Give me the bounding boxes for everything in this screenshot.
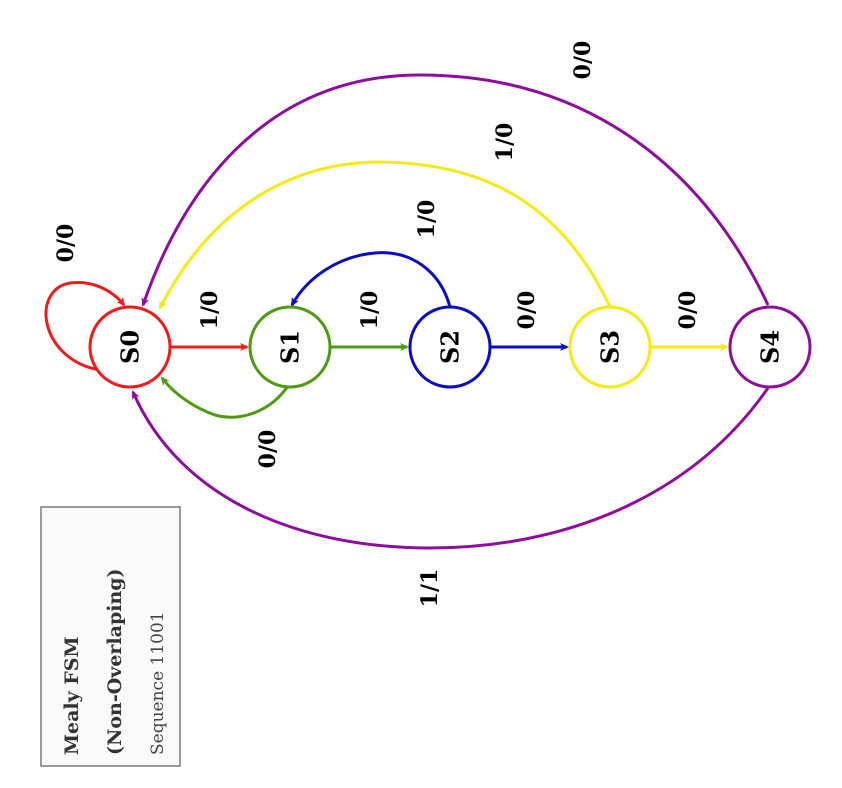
state-s4-label: S4 — [756, 330, 785, 364]
state-s0-circle — [88, 305, 172, 389]
state-s4: S4 — [728, 305, 812, 389]
edge-s4-s0-top — [141, 73, 770, 307]
edge-label-s3-s0: 1/0 — [492, 123, 518, 162]
edge-s1-s0 — [160, 376, 290, 419]
info-subtitle: Sequence 11001 — [148, 611, 168, 755]
edge-label-s2-s1: 1/0 — [414, 200, 440, 239]
edge-label-s4-s0-top: 0/0 — [570, 41, 596, 80]
edge-label-s2-s3: 0/0 — [514, 291, 540, 330]
edge-s4-s0-bottom — [131, 387, 770, 550]
state-s3: S3 — [568, 305, 652, 389]
state-s2: S2 — [408, 305, 492, 389]
state-s3-circle — [568, 305, 652, 389]
state-s4-circle — [728, 305, 812, 389]
state-s2-label: S2 — [436, 330, 465, 364]
edge-label-s4-s0-bottom: 1/1 — [417, 569, 443, 608]
state-s0-label: S0 — [116, 330, 145, 364]
edge-label-s1-s0: 0/0 — [255, 430, 281, 469]
edge-label-s0-s1: 1/0 — [197, 291, 223, 330]
info-box-frame — [40, 506, 181, 767]
state-s0: S0 — [88, 305, 172, 389]
info-title-line2: (Non-Overlaping) — [104, 568, 126, 755]
state-s2-circle — [408, 305, 492, 389]
edge-s2-s1 — [290, 251, 452, 308]
edge-s3-s0 — [158, 160, 612, 310]
info-box: Mealy FSM (Non-Overlaping) Sequence 1100… — [40, 506, 181, 767]
edge-label-s0-self: 0/0 — [53, 224, 79, 263]
state-s3-label: S3 — [596, 330, 625, 364]
state-s1: S1 — [248, 305, 332, 389]
edge-label-s1-s2: 1/0 — [357, 291, 383, 330]
state-s1-label: S1 — [276, 330, 305, 364]
state-s1-circle — [248, 305, 332, 389]
info-title-line1: Mealy FSM — [61, 636, 83, 755]
edge-s0-self — [44, 280, 126, 372]
edge-label-s3-s4: 0/0 — [675, 291, 701, 330]
